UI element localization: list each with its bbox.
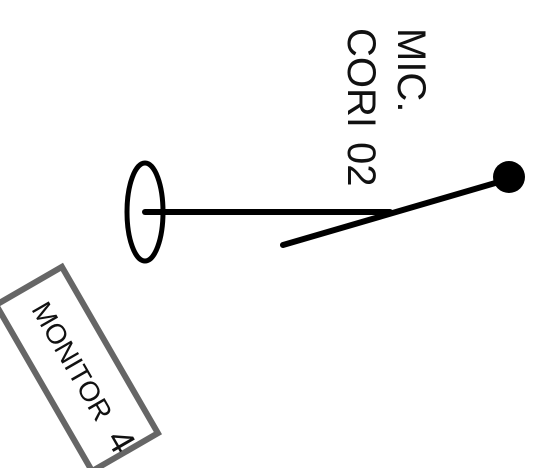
mic-label-number: 02 [339, 142, 383, 187]
mic-label-line2-group: CORI 02 [339, 28, 383, 187]
mic-stand-line [280, 176, 512, 248]
mic-label-line1: MIC. [389, 28, 433, 112]
mic-stand-base-icon [493, 161, 525, 193]
mic-label: MIC. [389, 28, 433, 112]
mic-label-line2: CORI [339, 28, 383, 128]
monitor-box [0, 262, 163, 468]
monitor-wedge: MONITOR 4 [0, 262, 163, 468]
